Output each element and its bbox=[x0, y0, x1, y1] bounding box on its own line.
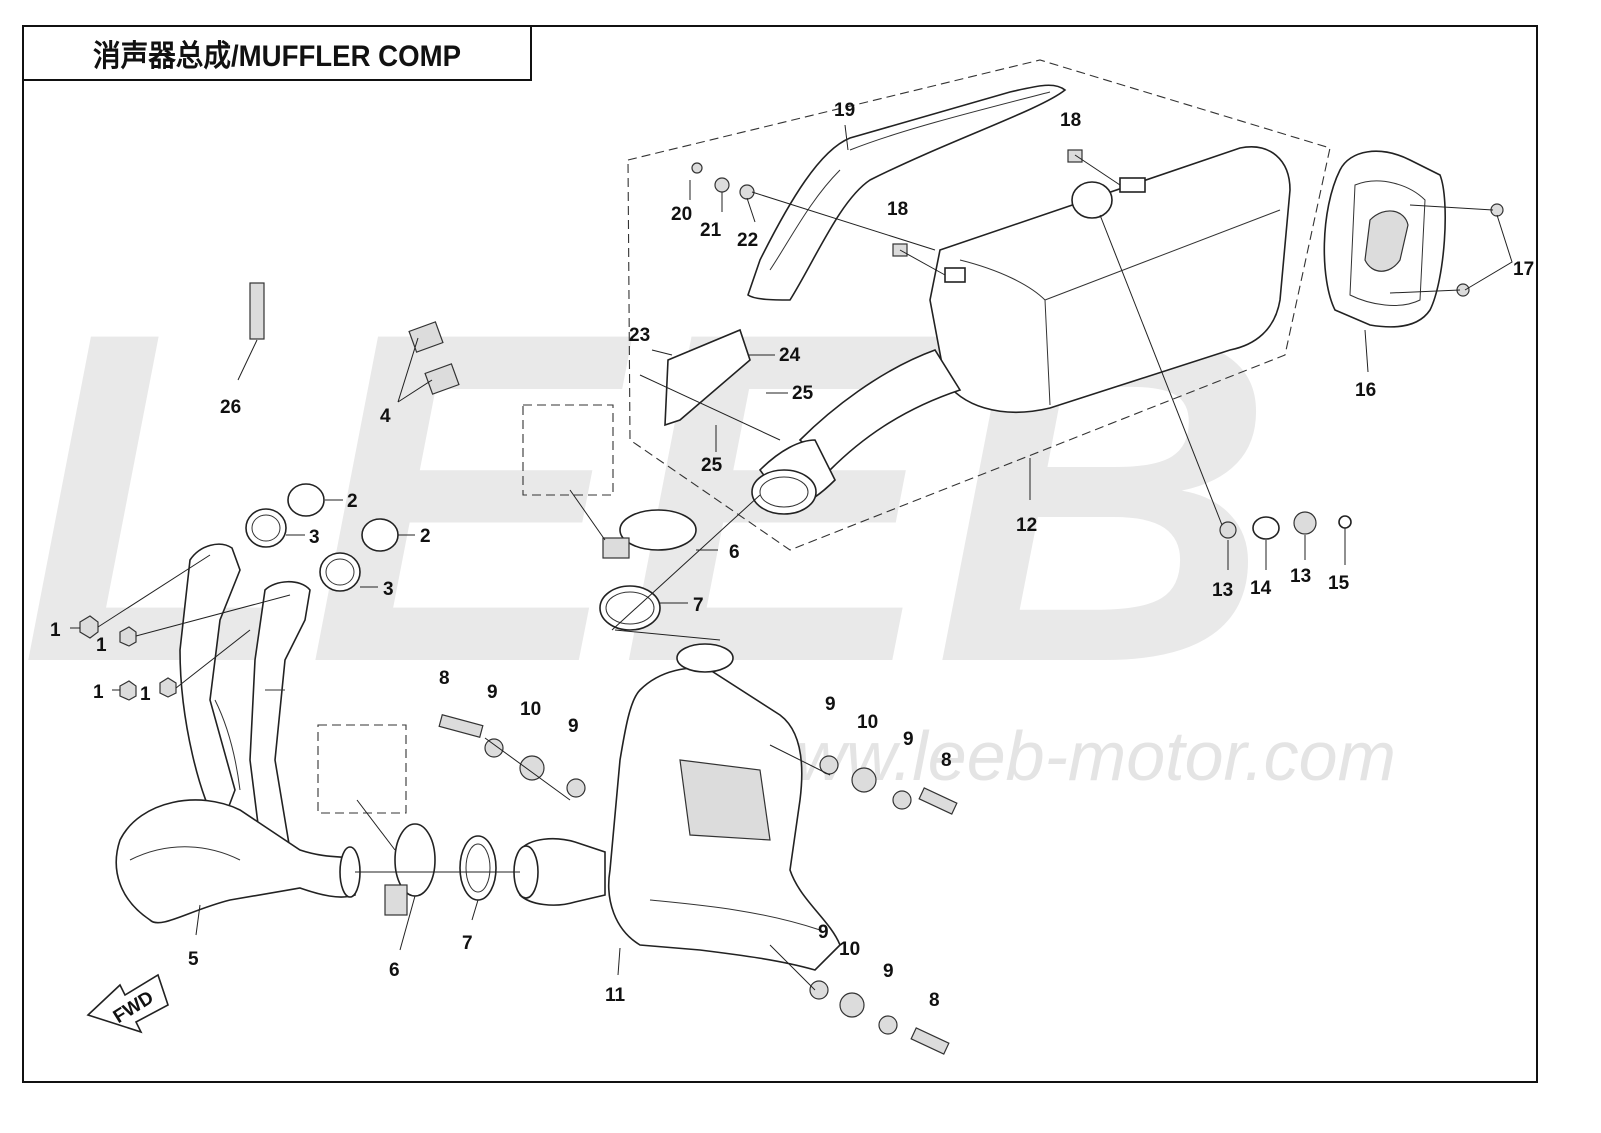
muffler-body-part-12 bbox=[751, 146, 1291, 515]
callout-8: 8 bbox=[929, 990, 940, 1011]
callout-19: 19 bbox=[834, 100, 855, 121]
callout-22: 22 bbox=[737, 230, 758, 251]
clamp-6-lower-bolt bbox=[384, 884, 408, 916]
sensor-4a bbox=[408, 321, 444, 353]
muffler-assembly-boundary bbox=[627, 59, 1331, 551]
nut-1a bbox=[79, 615, 99, 639]
title-box: 消声器总成/MUFFLER COMP bbox=[22, 25, 532, 81]
callout-labels: 1 1 1 1 2 2 3 3 4 5 6 6 7 7 8 8 8 9 9 9 … bbox=[50, 100, 1534, 1011]
clamp-kit-box-lower bbox=[317, 724, 407, 814]
callout-10: 10 bbox=[520, 699, 541, 720]
callout-9: 9 bbox=[568, 716, 579, 737]
bolt-8b bbox=[918, 787, 958, 815]
callout-10: 10 bbox=[857, 712, 878, 733]
bolt-8a bbox=[438, 714, 484, 738]
page-title: 消声器总成/MUFFLER COMP bbox=[92, 40, 461, 73]
callout-6: 6 bbox=[389, 960, 400, 981]
gasket-2b bbox=[361, 518, 399, 552]
callout-5: 5 bbox=[188, 949, 199, 970]
callout-12: 12 bbox=[1016, 515, 1037, 536]
heat-shield-part-19 bbox=[747, 84, 1067, 301]
callout-8: 8 bbox=[941, 750, 952, 771]
callout-25: 25 bbox=[701, 455, 723, 476]
callout-15: 15 bbox=[1328, 573, 1350, 594]
clamp-6-upper-bolt bbox=[602, 537, 630, 559]
callout-20: 20 bbox=[671, 204, 692, 225]
callout-16: 16 bbox=[1355, 380, 1376, 401]
callout-9: 9 bbox=[883, 961, 894, 982]
callout-1: 1 bbox=[140, 684, 151, 705]
nut-1c bbox=[119, 680, 137, 701]
bolt-8c bbox=[910, 1027, 950, 1055]
callout-23: 23 bbox=[629, 325, 650, 346]
callout-18: 18 bbox=[887, 199, 908, 220]
gasket-2a bbox=[287, 483, 325, 517]
gasket-7-lower bbox=[459, 835, 497, 901]
callout-24: 24 bbox=[779, 345, 801, 366]
pre-muffler-part-11 bbox=[513, 643, 841, 971]
callout-2: 2 bbox=[347, 491, 358, 512]
callout-4: 4 bbox=[380, 406, 391, 427]
callout-7: 7 bbox=[693, 595, 704, 616]
diagram-frame bbox=[22, 25, 1538, 1083]
end-cap-part-16 bbox=[1323, 150, 1446, 328]
callout-9: 9 bbox=[818, 922, 829, 943]
nut-1d bbox=[159, 677, 177, 698]
callout-9: 9 bbox=[903, 729, 914, 750]
callout-17: 17 bbox=[1513, 259, 1534, 280]
fwd-arrow: FWD bbox=[86, 973, 169, 1034]
callout-14: 14 bbox=[1250, 578, 1272, 599]
callout-13: 13 bbox=[1212, 580, 1233, 601]
callout-9: 9 bbox=[487, 682, 498, 703]
callout-7: 7 bbox=[462, 933, 473, 954]
callout-10: 10 bbox=[839, 939, 860, 960]
callout-13: 13 bbox=[1290, 566, 1311, 587]
sensor-4b bbox=[424, 363, 460, 395]
clamp-kit-box-upper bbox=[522, 404, 614, 496]
callout-3: 3 bbox=[383, 579, 394, 600]
leader-lines bbox=[70, 124, 1513, 991]
callout-8: 8 bbox=[439, 668, 450, 689]
callout-2: 2 bbox=[420, 526, 431, 547]
callout-1: 1 bbox=[50, 620, 61, 641]
nut-1b bbox=[119, 626, 137, 647]
clamp-6-upper bbox=[619, 509, 697, 551]
callout-3: 3 bbox=[309, 527, 320, 548]
callout-1: 1 bbox=[93, 682, 104, 703]
callout-21: 21 bbox=[700, 220, 722, 241]
callout-26: 26 bbox=[220, 397, 241, 418]
o2-sensor-part-26 bbox=[249, 282, 265, 340]
callout-18: 18 bbox=[1060, 110, 1081, 131]
gaskets-and-clamps bbox=[245, 483, 697, 916]
callout-11: 11 bbox=[605, 985, 626, 1006]
callout-6: 6 bbox=[729, 542, 740, 563]
callout-9: 9 bbox=[825, 694, 836, 715]
callout-1: 1 bbox=[96, 635, 107, 656]
callout-25: 25 bbox=[792, 383, 814, 404]
bracket-part-24 bbox=[664, 328, 751, 427]
watermark-url: www.leeb-motor.com bbox=[745, 717, 1396, 795]
exhaust-header-part-5 bbox=[115, 543, 361, 924]
gasket-7-upper bbox=[599, 585, 661, 631]
